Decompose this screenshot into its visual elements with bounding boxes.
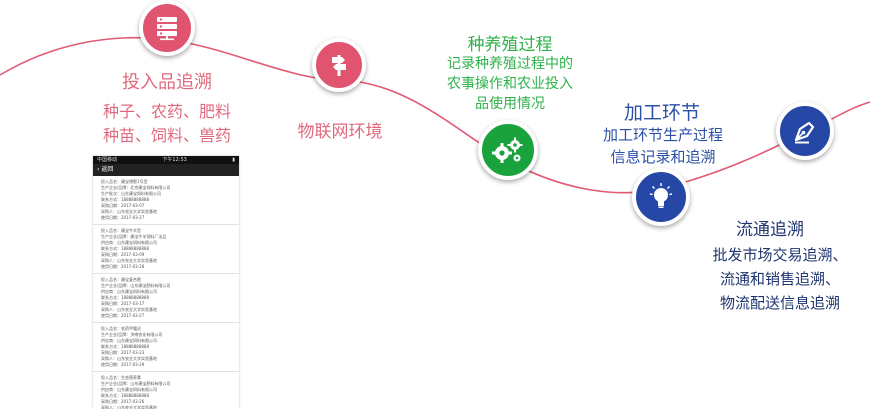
record-row: 采购人：山东农业大学实验基地 [101,356,157,361]
record-row: 投入品名：康宝增肥1号型 [101,179,148,184]
circulation-line1: 批发市场交易追溯、 [712,246,848,264]
record-row: 联系方式：18888888888 [101,295,149,300]
processing-node [632,168,690,226]
record-block: 投入品名：农药甲霜灵生产企业/品牌：济南农化有限公司供应商：山东康宝饲料有限公司… [93,323,239,372]
processing-line2: 信息记录和追溯 [610,148,716,166]
record-row: 采购日期：2017-03-07 [101,203,145,208]
breeding-line2: 农事操作和农业投入 [447,76,573,92]
iot-title: 物联网环境 [297,122,383,142]
record-row: 生产企业/品牌：康宝牛羊饲料厂出品 [101,234,167,239]
signpost-icon [332,55,346,76]
record-row: 采购人：山东农业大学实验基地 [101,258,157,263]
phone-record-list: 投入品名：康宝增肥1号型生产企业/品牌：北京康宝饲料有限公司生产批次：山东康宝饲… [93,176,239,409]
processing-title: 加工环节 [623,102,700,124]
record-row: 联系方式：18888888888 [101,344,149,349]
back-chevron-icon[interactable]: ‹ [97,166,100,173]
phone-status-bar: 中国移动 下午12:53 ▮ [93,156,239,164]
record-row: 联系方式：18888888888 [101,393,149,398]
battery-icon: ▮ [232,157,235,163]
record-row: 投入品名：生态营养素 [101,375,141,380]
inputs-title: 投入品追溯 [122,72,212,93]
record-row: 投入品名：农药甲霜灵 [101,326,141,331]
record-row: 采购日期：2017-03-23 [101,350,145,355]
record-row: 采购人：山东农业大学实验基地 [101,307,157,312]
record-row: 联系方式：18888888888 [101,246,149,251]
phone-carrier: 中国移动 [97,157,118,163]
record-row: 生产企业/品牌：山东康宝肥料有限公司 [101,381,171,386]
record-row: 生产企业/品牌：济南农化有限公司 [101,332,163,337]
record-row: 供应商：山东康宝饲料有限公司 [101,240,157,245]
record-row: 使用日期：2017-03-29 [101,362,145,367]
record-row: 采购日期：2017-03-26 [101,399,145,404]
inputs-line2: 种苗、饲料、兽药 [102,126,231,145]
record-block: 投入品名：康宝牛羊型生产企业/品牌：康宝牛羊饲料厂出品供应商：山东康宝饲料有限公… [93,225,239,274]
circulation-line3: 物流配送信息追溯 [719,294,840,312]
record-row: 使用日期：2017-03-27 [101,215,145,220]
circulation-node [776,102,834,160]
record-row: 采购日期：2017-03-17 [101,301,145,306]
gears-icon [492,137,523,163]
record-row: 供应商：山东康宝饲料有限公司 [101,338,157,343]
phone-back-label[interactable]: 返回 [101,166,114,173]
record-block: 投入品名：康宝增肥1号型生产企业/品牌：北京康宝饲料有限公司生产批次：山东康宝饲… [93,176,239,225]
processing-line1: 加工环节生产过程 [602,126,723,144]
record-row: 供应商：山东康宝饲料有限公司 [101,289,157,294]
server-icon [157,17,177,41]
record-row: 供应商：山东康宝饲料有限公司 [101,387,157,392]
phone-time: 下午12:53 [162,157,187,163]
record-row: 投入品名：康宝复合肥 [101,277,141,282]
lightbulb-icon [649,183,673,208]
input-node [139,0,195,56]
breeding-title: 种养殖过程 [467,35,553,55]
breeding-node [478,120,538,180]
record-row: 生产企业/品牌：北京康宝饲料有限公司 [101,185,171,190]
record-row: 投入品名：康宝牛羊型 [101,228,141,233]
inputs-line1: 种子、农药、肥料 [102,102,231,121]
record-row: 生产企业/品牌：山东康宝肥料有限公司 [101,283,171,288]
record-row: 联系方式：18888888888 [101,197,149,202]
record-block: 投入品名：生态营养素生产企业/品牌：山东康宝肥料有限公司供应商：山东康宝饲料有限… [93,372,239,409]
record-block: 投入品名：康宝复合肥生产企业/品牌：山东康宝肥料有限公司供应商：山东康宝饲料有限… [93,274,239,323]
record-row: 使用日期：2017-03-28 [101,264,145,269]
circulation-title: 流通追溯 [736,220,804,240]
record-row: 采购人：山东农业大学实验基地 [101,209,157,214]
record-row: 使用日期：2017-03-27 [101,313,145,318]
pen-nib-icon [794,121,815,144]
phone-screenshot: 中国移动 下午12:53 ▮ ‹ 返回 投入品名：康宝增肥1号型生产企业/品牌：… [93,156,239,409]
breeding-line3: 品使用情况 [475,96,545,112]
record-row: 采购人：山东农业大学实验基地 [101,405,157,409]
iot-node [312,38,366,92]
circulation-line2: 流通和销售追溯、 [719,270,840,288]
breeding-line1: 记录种养殖过程中的 [447,56,573,72]
record-row: 生产批次：山东康宝饲料有限公司 [101,191,161,196]
phone-nav-bar[interactable]: ‹ 返回 [93,164,239,176]
record-row: 采购日期：2017-03-09 [101,252,145,257]
